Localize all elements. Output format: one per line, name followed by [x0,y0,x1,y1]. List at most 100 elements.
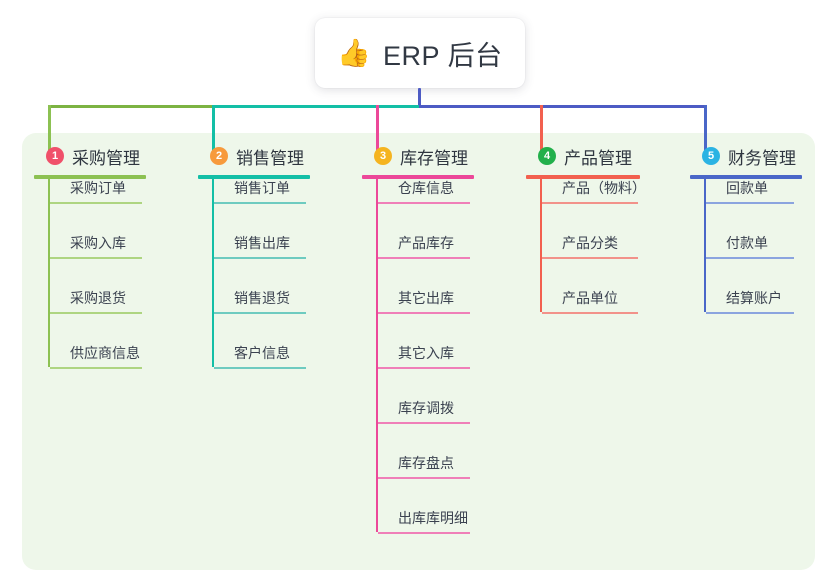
branch-badge-4: 4 [538,147,556,165]
leaf-label: 出库库明细 [398,510,468,526]
leaf-rule [50,367,142,369]
leaf-rule [706,257,794,259]
branch-badge-3: 3 [374,147,392,165]
leaf-rule [214,367,306,369]
leaf-item[interactable]: 产品分类 [540,233,638,259]
leaf-label: 回款单 [726,180,768,196]
leaf-item[interactable]: 销售退货 [212,288,306,314]
branch-title-1: 采购管理 [72,148,140,168]
branch-header-2[interactable]: 2 销售管理 [198,143,310,169]
root-node-content: 👍 ERP 后台 [337,34,502,73]
leaf-rule [542,202,638,204]
leaf-label: 付款单 [726,235,768,251]
branch-trunk-3 [376,179,378,532]
leaf-rule [50,202,142,204]
leaf-rule [706,312,794,314]
leaf-rule [214,202,306,204]
leaf-rule [378,367,470,369]
branch-header-rule-2 [198,175,310,179]
branch-title-2: 销售管理 [236,148,304,168]
root-node-title: ERP 后台 [383,40,503,71]
leaf-item[interactable]: 仓库信息 [376,178,470,204]
bus-segment-3 [419,105,707,108]
root-stem [418,88,421,108]
leaf-item[interactable]: 库存调拨 [376,398,470,424]
leaf-label: 供应商信息 [70,345,140,361]
leaf-rule [378,312,470,314]
branches-panel [22,133,815,570]
leaf-rule [50,312,142,314]
leaf-item[interactable]: 出库库明细 [376,508,474,534]
leaf-item[interactable]: 产品库存 [376,233,470,259]
leaf-label: 产品分类 [562,235,618,251]
leaf-item[interactable]: 结算账户 [704,288,794,314]
connector-drop-2 [212,105,215,155]
bus-segment-1 [48,105,215,108]
branch-header-rule-4 [526,175,640,179]
leaf-label: 采购订单 [70,180,126,196]
root-node-erp-backend[interactable]: 👍 ERP 后台 [315,18,525,88]
connector-drop-4 [540,105,543,155]
leaf-item[interactable]: 采购退货 [48,288,142,314]
leaf-label: 产品单位 [562,290,618,306]
leaf-item[interactable]: 客户信息 [212,343,306,369]
leaf-item[interactable]: 产品单位 [540,288,638,314]
branch-trunk-2 [212,179,214,367]
connector-drop-3 [376,105,379,155]
leaf-rule [378,477,470,479]
leaf-rule [214,257,306,259]
leaf-rule [50,257,142,259]
leaf-item[interactable]: 销售出库 [212,233,306,259]
connector-drop-5 [704,105,707,155]
leaf-item[interactable]: 采购订单 [48,178,142,204]
branch-trunk-5 [704,179,706,312]
leaf-label: 产品库存 [398,235,454,251]
leaf-label: 仓库信息 [398,180,454,196]
leaf-label: 结算账户 [726,290,782,306]
leaf-label: 销售出库 [234,235,290,251]
branch-badge-5: 5 [702,147,720,165]
leaf-item[interactable]: 库存盘点 [376,453,470,479]
branch-column-3: 3 库存管理仓库信息产品库存其它出库其它入库库存调拨库存盘点出库库明细 [362,143,474,534]
leaf-label: 采购入库 [70,235,126,251]
leaf-rule [542,257,638,259]
leaf-item[interactable]: 销售订单 [212,178,306,204]
leaf-item[interactable]: 其它出库 [376,288,470,314]
leaf-label: 销售订单 [234,180,290,196]
branch-header-4[interactable]: 4 产品管理 [526,143,640,169]
branch-trunk-1 [48,179,50,367]
leaf-label: 采购退货 [70,290,126,306]
branch-title-4: 产品管理 [564,148,632,168]
branch-header-rule-3 [362,175,474,179]
leaf-rule [378,532,470,534]
leaf-rule [214,312,306,314]
leaf-item[interactable]: 付款单 [704,233,794,259]
leaf-label: 其它出库 [398,290,454,306]
branch-header-rule-1 [34,175,146,179]
branch-title-3: 库存管理 [400,148,468,168]
leaf-rule [378,202,470,204]
leaf-rule [706,202,794,204]
leaf-rule [378,257,470,259]
leaf-item[interactable]: 供应商信息 [48,343,146,369]
leaf-item[interactable]: 回款单 [704,178,794,204]
leaf-label: 销售退货 [234,290,290,306]
branch-column-2: 2 销售管理销售订单销售出库销售退货客户信息 [198,143,310,369]
branch-badge-2: 2 [210,147,228,165]
leaf-item[interactable]: 产品（物料） [540,178,652,204]
bus-segment-2 [212,105,422,108]
leaf-item[interactable]: 其它入库 [376,343,470,369]
leaf-item[interactable]: 采购入库 [48,233,142,259]
connector-drop-1 [48,105,51,155]
leaf-label: 客户信息 [234,345,290,361]
leaf-label: 其它入库 [398,345,454,361]
branch-header-rule-5 [690,175,802,179]
leaf-label: 库存调拨 [398,400,454,416]
branch-header-3[interactable]: 3 库存管理 [362,143,474,169]
leaf-rule [542,312,638,314]
